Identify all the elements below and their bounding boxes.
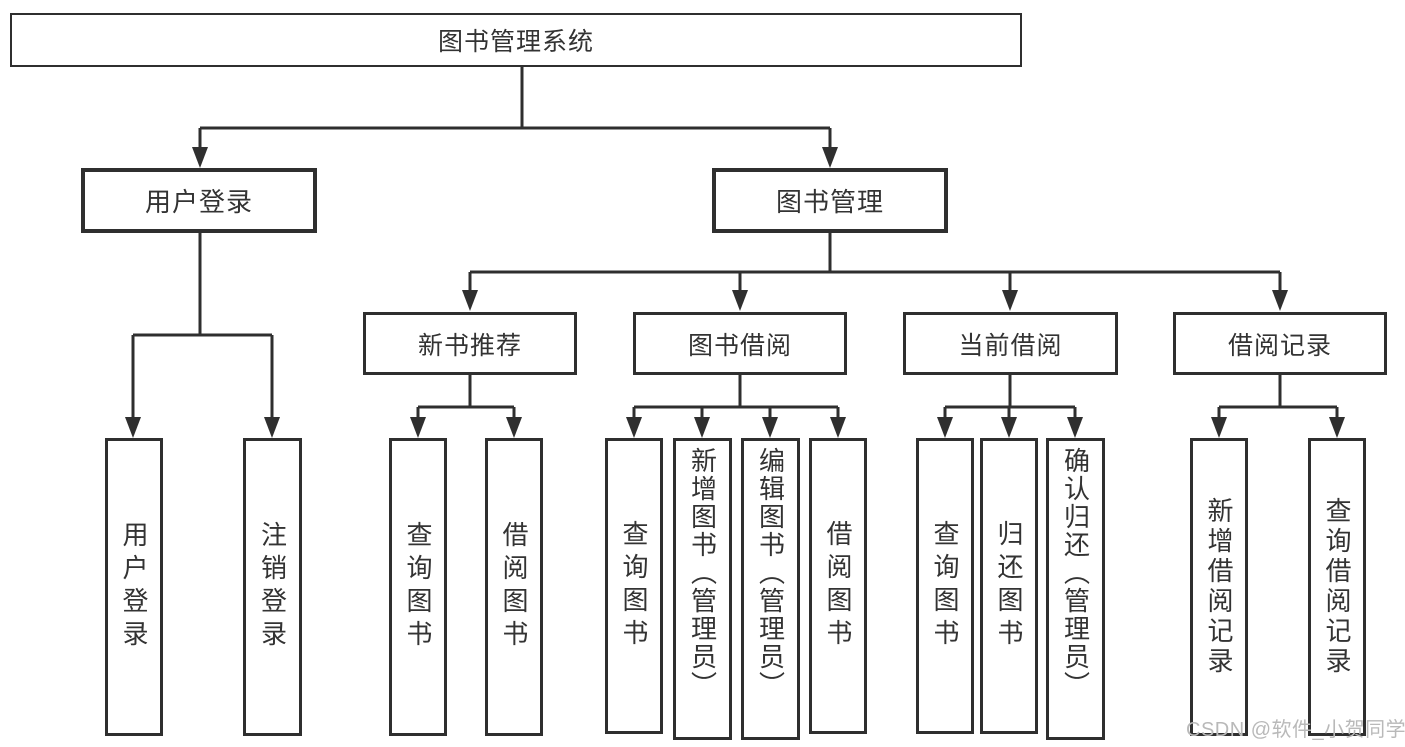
arrowhead-icon — [462, 290, 478, 311]
leaf-return-book: 归还图书 — [980, 438, 1038, 734]
node-library-management-system: 图书管理系统 — [10, 13, 1022, 67]
connector-currentborrow-to-leaves — [943, 375, 1077, 420]
leaf-borrow-book-newbook: 借阅图书 — [485, 438, 543, 736]
leaf-query-borrow-record: 查询借阅记录 — [1308, 438, 1366, 736]
leaf-borrow-book-borrow-label: 借阅图书 — [823, 520, 854, 652]
leaf-add-borrow-record: 新增借阅记录 — [1190, 438, 1248, 736]
leaf-borrow-book-borrow: 借阅图书 — [809, 438, 867, 734]
arrowhead-icon — [506, 417, 522, 438]
connector-root-to-level2 — [198, 67, 832, 150]
leaf-query-book-current-label: 查询图书 — [930, 520, 961, 652]
leaf-logout-label: 注销登录 — [257, 521, 288, 653]
node-current-borrow: 当前借阅 — [903, 312, 1118, 375]
leaf-query-borrow-record-label: 查询借阅记录 — [1322, 497, 1353, 677]
arrowhead-icon — [822, 147, 838, 168]
arrowhead-icon — [410, 417, 426, 438]
connector-borrowrecords-to-leaves — [1217, 375, 1339, 420]
arrowhead-icon — [1067, 417, 1083, 438]
arrowhead-icon — [830, 417, 846, 438]
arrowhead-icon — [732, 290, 748, 311]
arrowhead-icon — [626, 417, 642, 438]
arrowhead-icon — [694, 417, 710, 438]
node-book-management: 图书管理 — [712, 168, 948, 233]
leaf-confirm-return-admin-label: 确认归还（管理员） — [1060, 447, 1091, 699]
leaf-query-book-borrow: 查询图书 — [605, 438, 663, 734]
leaf-borrow-book-newbook-label: 借阅图书 — [499, 521, 530, 653]
leaf-add-book-admin: 新增图书（管理员） — [673, 438, 732, 740]
leaf-return-book-label: 归还图书 — [994, 520, 1025, 652]
connector-userlogin-to-leaves — [131, 233, 274, 420]
leaf-user-login-label: 用户登录 — [119, 521, 150, 653]
arrowhead-icon — [1211, 417, 1227, 438]
leaf-user-login: 用户登录 — [105, 438, 163, 736]
arrowhead-icon — [192, 147, 208, 168]
arrowhead-icon — [1329, 417, 1345, 438]
arrowhead-icon — [937, 417, 953, 438]
leaf-edit-book-admin-label: 编辑图书（管理员） — [755, 447, 786, 699]
arrowhead-icon — [264, 417, 280, 438]
arrowhead-icon — [1272, 290, 1288, 311]
arrowhead-icon — [762, 417, 778, 438]
node-user-login: 用户登录 — [81, 168, 317, 233]
leaf-add-book-admin-label: 新增图书（管理员） — [687, 447, 718, 699]
watermark: CSDN @软件_小贺同学 — [1186, 719, 1405, 741]
connector-bookborrow-to-leaves — [632, 375, 840, 420]
arrowhead-icon — [1001, 417, 1017, 438]
leaf-query-book-current: 查询图书 — [916, 438, 974, 734]
leaf-confirm-return-admin: 确认归还（管理员） — [1046, 438, 1105, 740]
leaf-query-book-newbook-label: 查询图书 — [403, 521, 434, 653]
arrowhead-icon — [125, 417, 141, 438]
leaf-query-book-borrow-label: 查询图书 — [619, 520, 650, 652]
connector-bookmgmt-to-level3 — [468, 233, 1282, 294]
connector-newbook-to-leaves — [416, 375, 516, 420]
leaf-edit-book-admin: 编辑图书（管理员） — [741, 438, 800, 740]
leaf-add-borrow-record-label: 新增借阅记录 — [1204, 497, 1235, 677]
arrowhead-icon — [1002, 290, 1018, 311]
leaf-logout: 注销登录 — [243, 438, 302, 736]
node-borrow-records: 借阅记录 — [1173, 312, 1387, 375]
node-book-borrow: 图书借阅 — [633, 312, 847, 375]
node-new-book-recommend: 新书推荐 — [363, 312, 577, 375]
leaf-query-book-newbook: 查询图书 — [389, 438, 447, 736]
arrowhead-group — [125, 147, 1345, 438]
